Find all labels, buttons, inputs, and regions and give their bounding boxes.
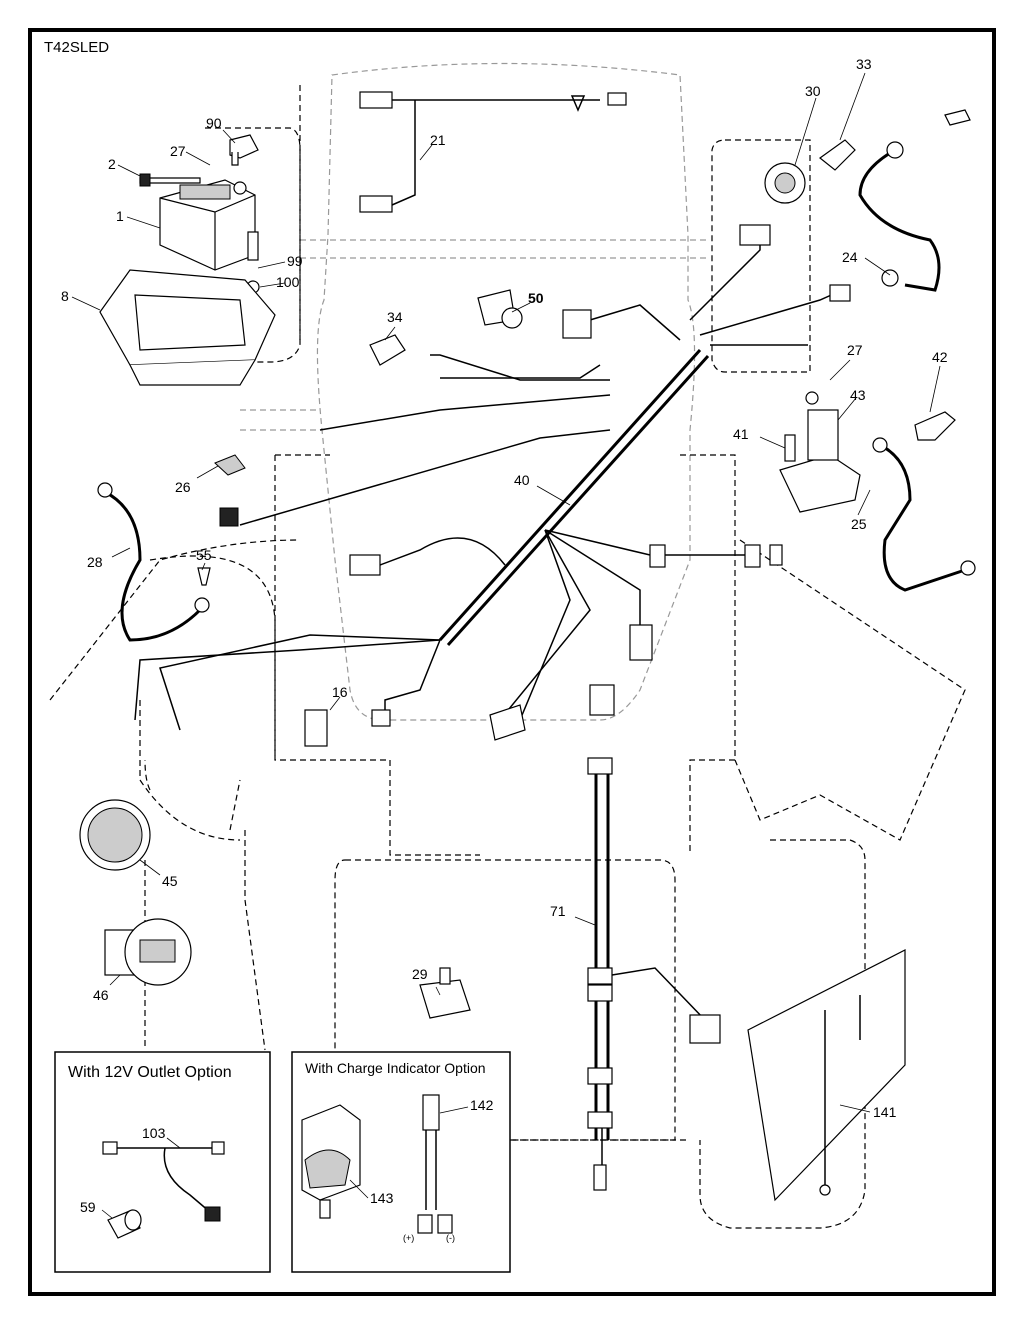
callout-55: 55: [196, 547, 212, 563]
charge-option-title: With Charge Indicator Option: [305, 1060, 486, 1076]
callout-27-battery: 27: [170, 143, 186, 159]
callout-40: 40: [514, 472, 530, 488]
switch-group: [764, 139, 956, 513]
callouts: 1 2 8 16 21 24 25 26 27 27 28 29 30 33 3…: [61, 56, 948, 1215]
callout-8: 8: [61, 288, 69, 304]
callout-2: 2: [108, 156, 116, 172]
leader-lines: [71, 72, 941, 1219]
callout-99: 99: [287, 253, 303, 269]
charge-parts: [301, 1094, 453, 1234]
callout-45: 45: [162, 873, 178, 889]
charge-option-box: [291, 1051, 511, 1273]
battery-group: [99, 134, 276, 386]
callout-59: 59: [80, 1199, 96, 1215]
callout-33: 33: [856, 56, 872, 72]
callout-27-nut: 27: [847, 342, 863, 358]
callout-28: 28: [87, 554, 103, 570]
callout-24: 24: [842, 249, 858, 265]
callout-29: 29: [412, 966, 428, 982]
callout-100: 100: [276, 274, 300, 290]
outlet-parts: [102, 1141, 225, 1239]
callout-34: 34: [387, 309, 403, 325]
callout-43: 43: [850, 387, 866, 403]
callout-25: 25: [851, 516, 867, 532]
callout-26: 26: [175, 479, 191, 495]
callout-50: 50: [528, 290, 544, 306]
callout-42: 42: [932, 349, 948, 365]
outlet-option-box: [54, 1051, 271, 1273]
diagram-frame: [28, 28, 996, 1296]
harness-21: [359, 91, 627, 213]
gauges: [79, 799, 192, 986]
callout-143: 143: [370, 1190, 394, 1206]
callout-141: 141: [873, 1104, 897, 1120]
harness-71-141: [587, 684, 906, 1202]
callout-21: 21: [430, 132, 446, 148]
terminal-plus-label: (+): [403, 1233, 414, 1243]
callout-1: 1: [116, 208, 124, 224]
callout-30: 30: [805, 83, 821, 99]
terminal-minus-label: (-): [446, 1233, 455, 1243]
callout-46: 46: [93, 987, 109, 1003]
outlet-option-title: With 12V Outlet Option: [68, 1064, 232, 1081]
callout-103: 103: [142, 1125, 166, 1141]
small-parts: [197, 289, 592, 1019]
callout-71: 71: [550, 903, 566, 919]
model-label: T42SLED: [44, 39, 109, 56]
callout-41: 41: [733, 426, 749, 442]
callout-90: 90: [206, 115, 222, 131]
main-harness-40: [134, 224, 851, 741]
callout-16: 16: [332, 684, 348, 700]
callout-142: 142: [470, 1097, 494, 1113]
battery-cables: [97, 109, 976, 642]
